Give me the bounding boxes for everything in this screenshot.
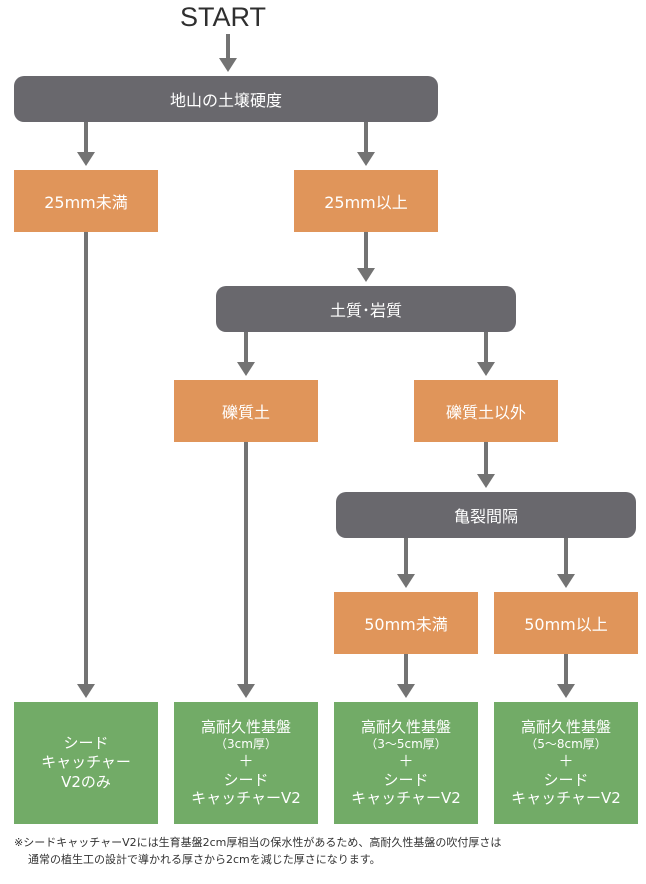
node-non-gravelly-soil: 礫質土以外 — [414, 380, 558, 442]
result-2-thickness: （3cm厚） — [215, 736, 277, 751]
node-soil-rock: 土質･岩質 — [216, 286, 516, 332]
arrow-under-25mm-to-result-1 — [77, 232, 95, 698]
footnote-line-2: 通常の植生工の設計で導かれる厚さから2cmを減じた厚さになります。 — [28, 853, 381, 867]
arrow-start-to-hardness — [219, 34, 237, 72]
result-2-line-3: シード — [223, 770, 269, 789]
result-2-plus: ＋ — [238, 751, 254, 770]
result-1-line-3: V2のみ — [61, 772, 111, 791]
node-crack-spacing: 亀裂間隔 — [336, 492, 636, 538]
node-gravelly-soil: 礫質土 — [174, 380, 318, 442]
result-2-line-4: キャッチャーV2 — [191, 789, 301, 808]
result-4-line-4: キャッチャーV2 — [511, 789, 621, 808]
result-4-line-3: シード — [543, 770, 589, 789]
result-3-title: 高耐久性基盤 — [360, 718, 451, 736]
node-crack-spacing-label: 亀裂間隔 — [453, 507, 518, 526]
result-4-thickness: （5～8cm厚） — [525, 736, 607, 751]
result-3-plus: ＋ — [398, 751, 414, 770]
node-soil-hardness-label: 地山の土壌硬度 — [169, 91, 282, 110]
arrow-gravelly-to-result-2 — [237, 442, 255, 698]
node-under-25mm-label: 25mm未満 — [44, 193, 128, 212]
node-gravelly-soil-label: 礫質土 — [221, 403, 270, 422]
node-under-50mm: 50mm未満 — [334, 592, 478, 654]
node-over-50mm: 50mm以上 — [494, 592, 638, 654]
node-over-25mm: 25mm以上 — [294, 170, 438, 232]
arrow-soil-rock-to-non-gravelly — [477, 332, 495, 376]
result-1-line-2: キャッチャー — [41, 753, 131, 772]
result-durable-3-5cm: 高耐久性基盤 （3～5cm厚） ＋ シード キャッチャーV2 — [334, 702, 478, 824]
result-4-title: 高耐久性基盤 — [520, 718, 611, 736]
result-4-plus: ＋ — [558, 751, 574, 770]
arrow-hardness-to-over-25mm — [357, 122, 375, 166]
result-3-line-3: シード — [383, 770, 429, 789]
result-3-line-4: キャッチャーV2 — [351, 789, 461, 808]
arrow-crack-to-under-50mm — [397, 538, 415, 588]
result-durable-3cm: 高耐久性基盤 （3cm厚） ＋ シード キャッチャーV2 — [174, 702, 318, 824]
node-over-50mm-label: 50mm以上 — [524, 615, 608, 634]
result-1-line-1: シード — [63, 733, 109, 752]
footnote: ※シードキャッチャーV2には生育基盤2cm厚相当の保水性があるため、高耐久性基盤… — [14, 834, 634, 868]
arrow-over-25mm-to-soil-rock — [357, 232, 375, 282]
result-3-thickness: （3～5cm厚） — [365, 736, 447, 751]
arrow-crack-to-over-50mm — [557, 538, 575, 588]
arrow-under-50mm-to-result-3 — [397, 654, 415, 698]
node-soil-rock-label: 土質･岩質 — [329, 301, 402, 320]
arrow-over-50mm-to-result-4 — [557, 654, 575, 698]
result-seed-catcher-only: シード キャッチャー V2のみ — [14, 702, 158, 824]
arrow-soil-rock-to-gravelly — [237, 332, 255, 376]
arrow-hardness-to-under-25mm — [77, 122, 95, 166]
node-under-25mm: 25mm未満 — [14, 170, 158, 232]
result-2-title: 高耐久性基盤 — [200, 718, 291, 736]
node-non-gravelly-soil-label: 礫質土以外 — [445, 403, 526, 422]
start-label: START — [180, 2, 267, 32]
node-soil-hardness: 地山の土壌硬度 — [14, 76, 438, 122]
result-durable-5-8cm: 高耐久性基盤 （5～8cm厚） ＋ シード キャッチャーV2 — [494, 702, 638, 824]
arrow-non-gravelly-to-crack — [477, 442, 495, 488]
footnote-line-1: ※シードキャッチャーV2には生育基盤2cm厚相当の保水性があるため、高耐久性基盤… — [14, 836, 502, 849]
node-under-50mm-label: 50mm未満 — [364, 615, 448, 634]
node-over-25mm-label: 25mm以上 — [324, 193, 408, 212]
